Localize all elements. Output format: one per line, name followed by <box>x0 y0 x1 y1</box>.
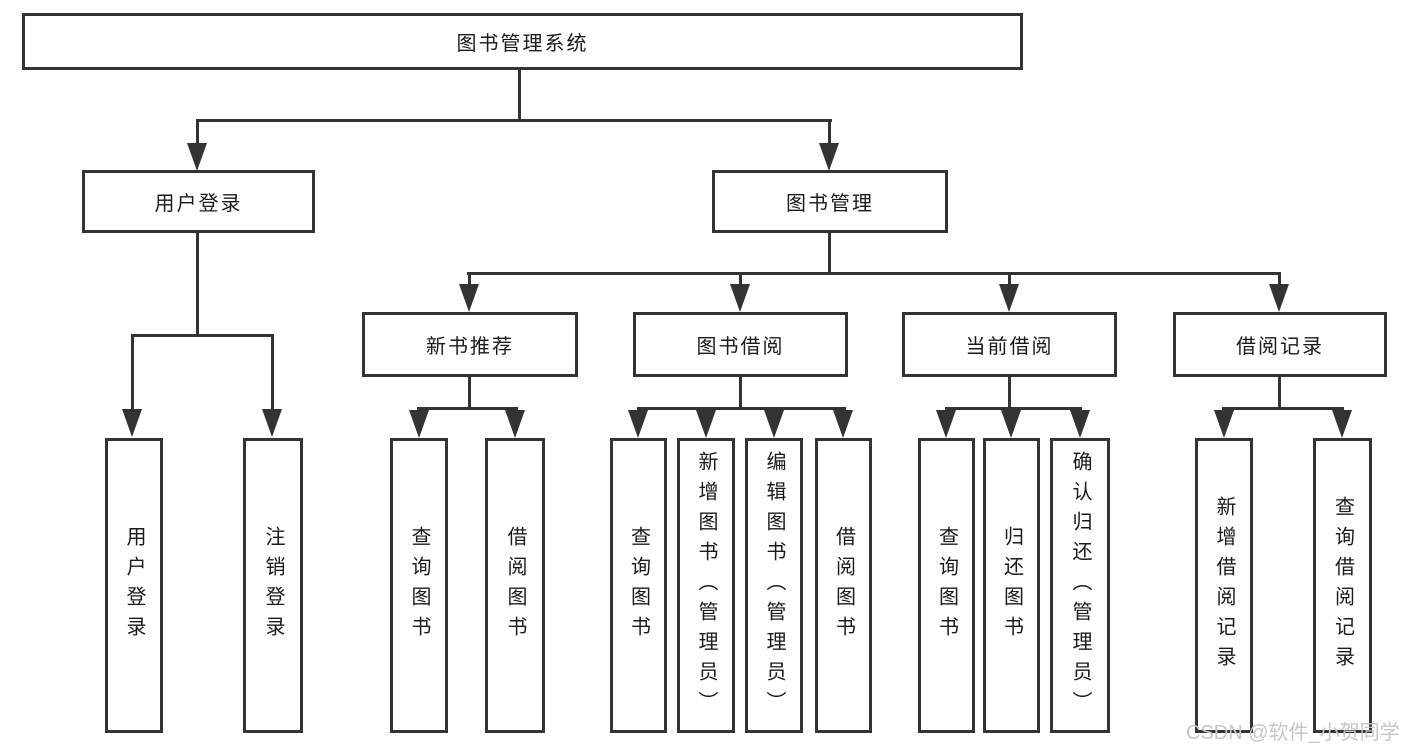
node-borrowing-records: 借阅记录 <box>1173 312 1387 377</box>
arrow-down-icon <box>833 410 853 438</box>
leaf-label: 编辑图书（管理员） <box>763 450 785 721</box>
arrow-down-icon <box>187 143 207 171</box>
arrow-down-icon <box>1269 284 1289 312</box>
connector-root-bar <box>196 119 832 122</box>
arrow-down-icon <box>730 284 750 312</box>
connector-bookmgmt-drop-2 <box>739 272 742 286</box>
connector-userlogin-drop-left <box>131 334 134 410</box>
connector-current-stem <box>1008 377 1011 410</box>
leaf-query-books-borrowing: 查询图书 <box>610 438 667 733</box>
connector-userlogin-bar <box>131 334 274 337</box>
arrow-down-icon <box>696 410 716 438</box>
arrow-down-icon <box>122 409 142 437</box>
node-label: 图书管理 <box>786 193 874 215</box>
connector-root-drop-left <box>196 119 199 145</box>
leaf-query-books-recommend: 查询图书 <box>390 438 448 733</box>
node-label: 图书借阅 <box>696 336 785 358</box>
arrow-down-icon <box>1001 410 1021 438</box>
leaf-query-books-current: 查询图书 <box>918 438 975 733</box>
leaf-add-borrow-record: 新增借阅记录 <box>1195 438 1253 733</box>
arrow-down-icon <box>1214 410 1234 438</box>
arrow-down-icon <box>819 143 839 171</box>
leaf-label: 确认归还（管理员） <box>1069 450 1091 721</box>
arrow-down-icon <box>409 410 429 438</box>
connector-borrowing-stem <box>739 377 742 410</box>
connector-bookmgmt-drop-3 <box>1008 272 1011 286</box>
connector-bookmgmt-drop-4 <box>1278 272 1281 286</box>
arrow-down-icon <box>999 284 1019 312</box>
leaf-label: 新增借阅记录 <box>1213 495 1235 676</box>
connector-newbook-bar <box>417 407 518 410</box>
connector-root-stem <box>518 68 521 121</box>
arrow-down-icon <box>505 410 525 438</box>
connector-userlogin-drop-right <box>271 334 274 410</box>
leaf-label: 查询借阅记录 <box>1331 495 1354 676</box>
connector-current-bar <box>945 407 1082 410</box>
csdn-watermark: CSDN @软件_小贺同学 <box>1186 722 1400 744</box>
connector-bookmgmt-stem <box>828 233 831 274</box>
connector-userlogin-stem <box>196 233 199 336</box>
connector-borrowing-bar <box>637 407 846 410</box>
leaf-logout: 注销登录 <box>243 438 303 733</box>
leaf-label: 借阅图书 <box>504 525 526 646</box>
node-current-borrowing: 当前借阅 <box>902 312 1117 377</box>
leaf-label: 查询图书 <box>627 525 650 646</box>
connector-records-stem <box>1278 377 1281 410</box>
node-label: 用户登录 <box>154 193 243 215</box>
connector-root-drop-right <box>828 119 831 145</box>
leaf-return-books: 归还图书 <box>983 438 1040 733</box>
node-book-borrowing: 图书借阅 <box>633 312 848 377</box>
arrow-down-icon <box>1070 410 1090 438</box>
connector-records-bar <box>1222 407 1344 410</box>
leaf-label: 借阅图书 <box>832 525 855 646</box>
arrow-down-icon <box>459 284 479 312</box>
node-library-management-system: 图书管理系统 <box>22 13 1023 70</box>
node-new-book-recommendation: 新书推荐 <box>362 312 578 377</box>
arrow-down-icon <box>262 409 282 437</box>
leaf-label: 归还图书 <box>1000 525 1023 646</box>
node-label: 新书推荐 <box>426 336 514 358</box>
arrow-down-icon <box>936 410 956 438</box>
connector-bookmgmt-bar <box>467 272 1281 275</box>
node-book-management: 图书管理 <box>712 170 948 233</box>
leaf-user-login: 用户登录 <box>105 438 163 733</box>
node-label: 当前借阅 <box>965 336 1054 358</box>
leaf-confirm-return-admin: 确认归还（管理员） <box>1050 438 1110 733</box>
leaf-label: 新增图书（管理员） <box>695 450 717 721</box>
leaf-label: 查询图书 <box>935 525 958 646</box>
leaf-borrow-books: 借阅图书 <box>815 438 872 733</box>
connector-newbook-stem <box>468 377 471 410</box>
connector-bookmgmt-drop-1 <box>468 272 471 286</box>
node-user-login: 用户登录 <box>82 170 315 233</box>
arrow-down-icon <box>1332 410 1352 438</box>
leaf-query-borrow-record: 查询借阅记录 <box>1313 438 1372 733</box>
arrow-down-icon <box>628 410 648 438</box>
node-label: 图书管理系统 <box>456 33 589 55</box>
leaf-edit-books-admin: 编辑图书（管理员） <box>745 438 803 733</box>
node-label: 借阅记录 <box>1236 336 1324 358</box>
leaf-add-books-admin: 新增图书（管理员） <box>677 438 735 733</box>
leaf-label: 查询图书 <box>408 525 430 646</box>
arrow-down-icon <box>764 410 784 438</box>
leaf-label: 注销登录 <box>262 525 284 646</box>
leaf-label: 用户登录 <box>123 525 145 646</box>
leaf-borrow-books-recommend: 借阅图书 <box>485 438 545 733</box>
